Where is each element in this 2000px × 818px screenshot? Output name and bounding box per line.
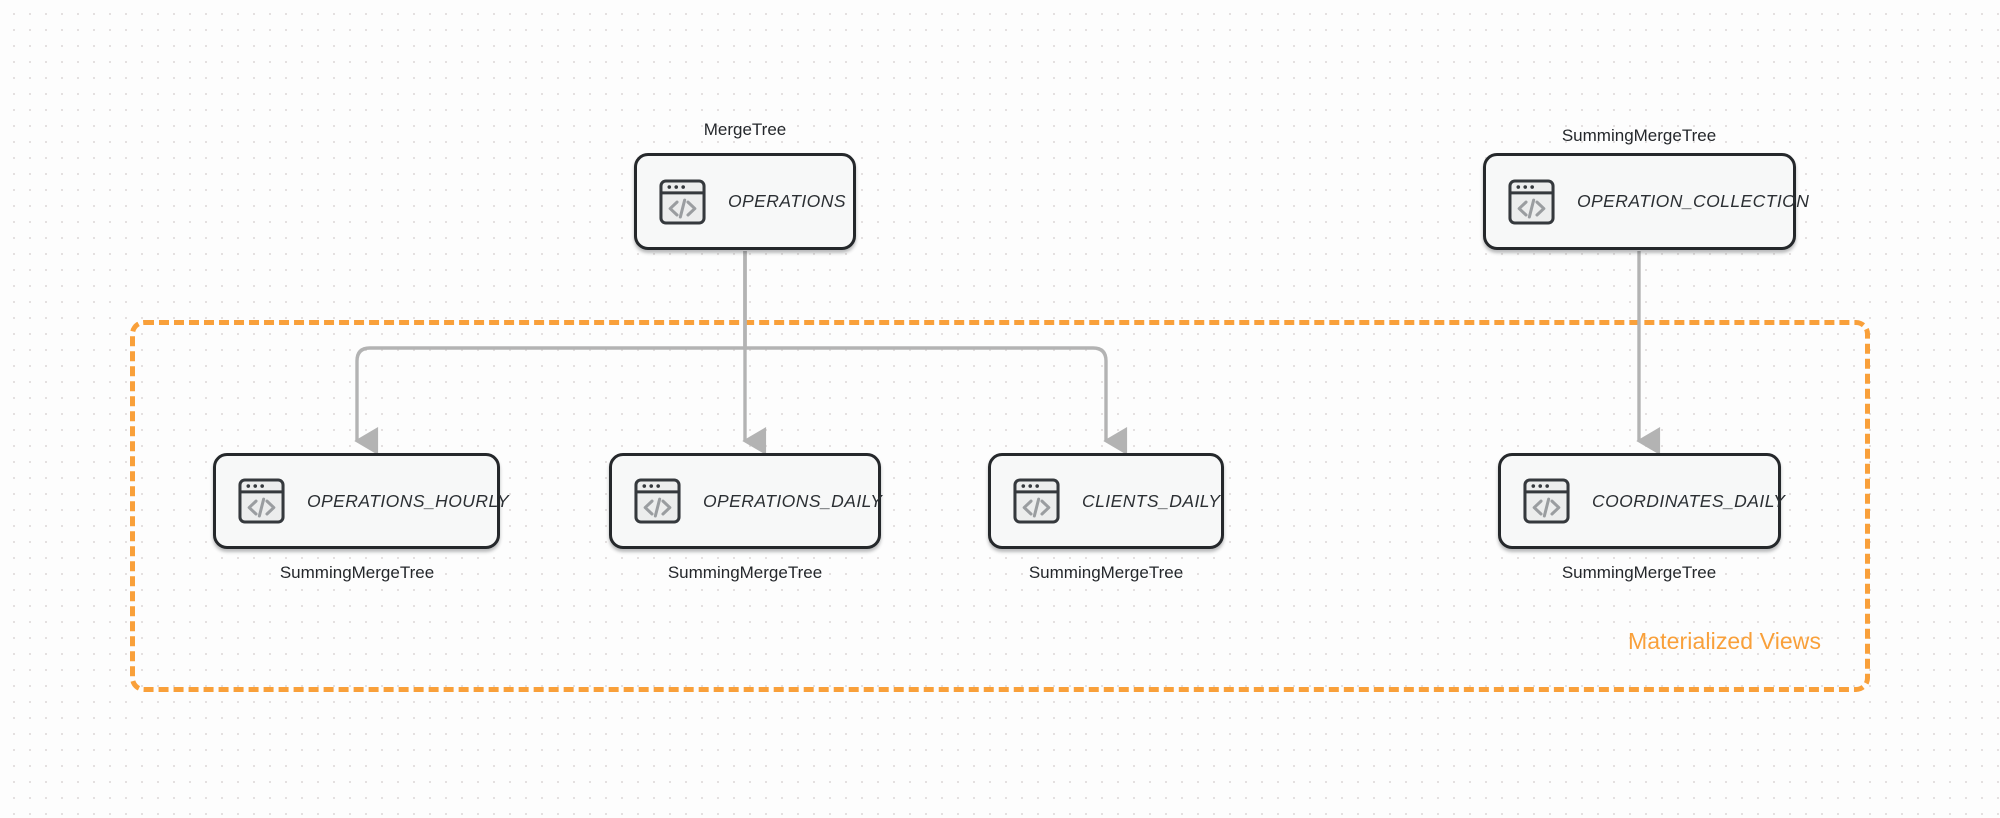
engine-label-operations: MergeTree: [703, 120, 787, 139]
node-title: OPERATIONS_HOURLY: [307, 490, 510, 511]
node-operation_collection[interactable]: OPERATION_COLLECTION: [1483, 153, 1809, 250]
node-operations_hourly[interactable]: OPERATIONS_HOURLY: [213, 453, 509, 549]
code-window-icon: [1508, 178, 1555, 225]
code-window-icon: [634, 478, 681, 524]
node-coordinates_daily[interactable]: COORDINATES_DAILY: [1498, 453, 1785, 549]
code-window-icon: [238, 478, 285, 524]
code-window-icon: [1013, 478, 1060, 524]
engine-label-operation_collection: SummingMergeTree: [1561, 126, 1717, 145]
engine-label-operations_daily: SummingMergeTree: [667, 563, 823, 582]
code-window-icon: [1013, 478, 1060, 524]
code-window-icon: [659, 178, 706, 225]
materialized-views-label: Materialized Views: [1628, 628, 1822, 654]
code-window-icon: [238, 478, 285, 524]
node-title: OPERATIONS_DAILY: [703, 490, 883, 511]
node-title: OPERATION_COLLECTION: [1577, 191, 1810, 211]
code-window-icon: [1523, 478, 1570, 524]
node-title: OPERATIONS: [728, 191, 846, 211]
node-title: CLIENTS_DAILY: [1082, 490, 1221, 511]
code-window-icon: [1508, 178, 1555, 225]
code-window-icon: [1523, 478, 1570, 524]
node-operations_daily[interactable]: OPERATIONS_DAILY: [609, 453, 883, 549]
code-window-icon: [634, 478, 681, 524]
code-window-icon: [659, 178, 706, 225]
engine-label-coordinates_daily: SummingMergeTree: [1561, 563, 1717, 582]
engine-label-clients_daily: SummingMergeTree: [1028, 563, 1184, 582]
node-operations[interactable]: OPERATIONS: [634, 153, 856, 250]
node-title: COORDINATES_DAILY: [1592, 490, 1786, 511]
engine-label-operations_hourly: SummingMergeTree: [279, 563, 435, 582]
node-clients_daily[interactable]: CLIENTS_DAILY: [988, 453, 1224, 549]
